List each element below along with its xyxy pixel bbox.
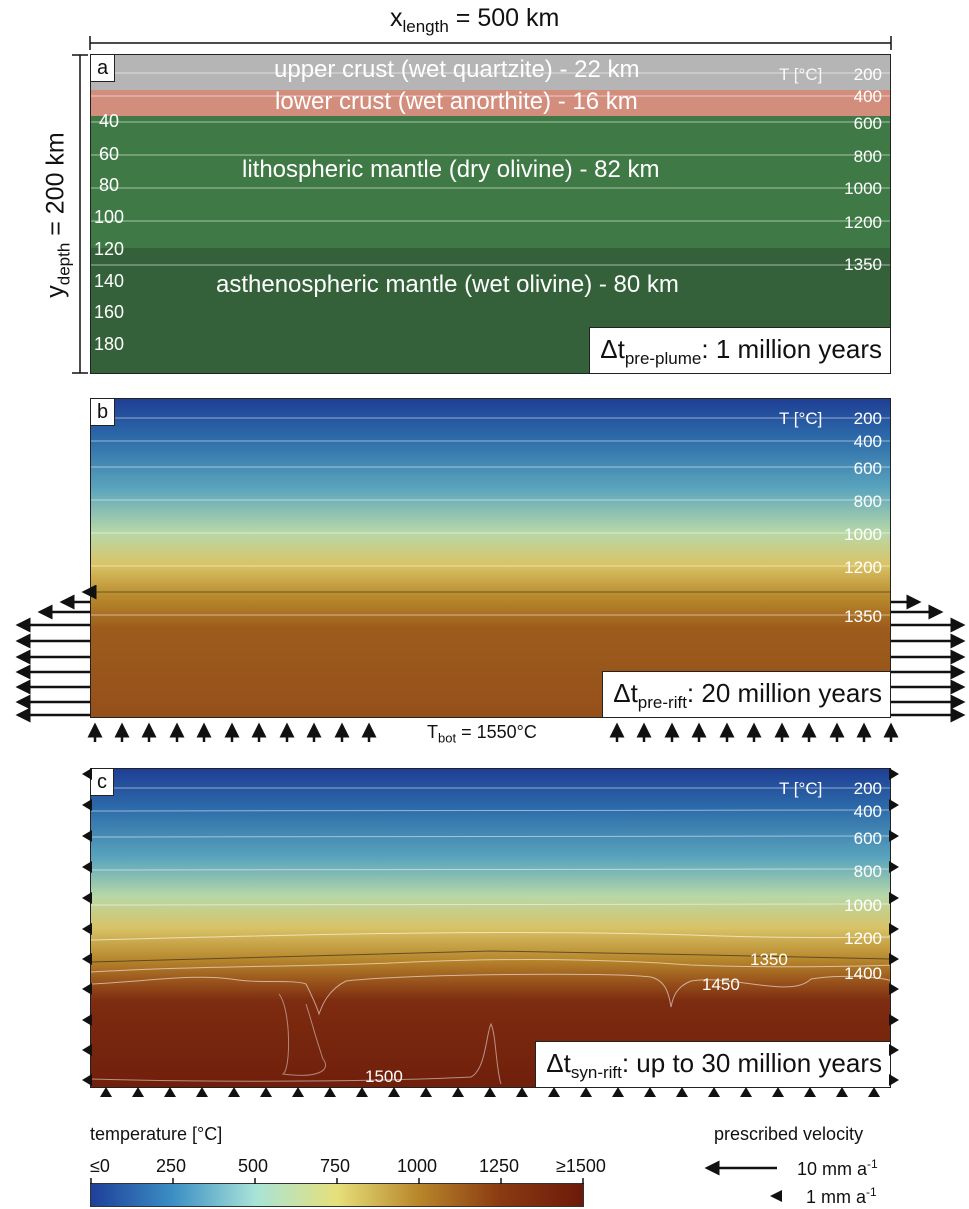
panel-a-setup: a upper crust (wet quartzite) - 22 km lo…: [90, 54, 891, 374]
velocity-legend-small: 1 mm a-1: [806, 1185, 877, 1207]
panel-b-boundary-arrows: [15, 585, 966, 742]
isotherm-label-800: 800: [853, 147, 882, 166]
isotherm-label-1400: 1400: [844, 964, 882, 983]
y-depth-label: ydepth = 200 km: [41, 132, 74, 298]
depth-tick-160: 160: [94, 302, 125, 322]
panel-b-isotherm-lines: [91, 417, 890, 616]
isotherm-label-800: 800: [853, 492, 882, 511]
temp-header: T [°C]: [779, 409, 823, 428]
velocity-legend-arrows: [704, 1160, 782, 1202]
isotherm-label-600: 600: [853, 459, 882, 478]
layer-label-upper-crust: upper crust (wet quartzite) - 22 km: [274, 56, 640, 83]
depth-tick-120: 120: [94, 239, 125, 259]
isotherm-label-400: 400: [853, 87, 882, 106]
panel-a-tag: a: [91, 55, 116, 82]
panel-b-time-box: Δtpre-rift: 20 million years: [602, 670, 890, 717]
depth-tick-40: 40: [99, 111, 120, 131]
dimension-lines: [72, 36, 892, 374]
isotherm-label-1000: 1000: [844, 525, 882, 544]
panel-c-time-box: Δtsyn-rift: up to 30 million years: [535, 1040, 890, 1087]
colorbar-tick-1000: 1000: [397, 1156, 438, 1176]
isotherm-label-1500-inner: 1500: [365, 1067, 403, 1086]
isotherm-label-1350-inner: 1350: [750, 950, 788, 969]
lower-crust-layer: [91, 90, 890, 116]
isotherm-label-1350: 1350: [844, 607, 882, 626]
isotherm-label-200: 200: [853, 409, 882, 428]
isotherm-label-1000: 1000: [844, 896, 882, 915]
isotherm-label-1200: 1200: [844, 213, 882, 232]
colorbar-tick-750: 750: [320, 1156, 351, 1176]
colorbar-tick-250: 250: [156, 1156, 187, 1176]
isotherm-label-800: 800: [853, 862, 882, 881]
temp-header: T [°C]: [779, 65, 823, 84]
lithospheric-mantle-layer: [91, 116, 890, 248]
depth-tick-60: 60: [99, 144, 120, 164]
layer-label-lower-crust: lower crust (wet anorthite) - 16 km: [275, 88, 638, 115]
layer-label-asthenospheric-mantle: asthenospheric mantle (wet olivine) - 80…: [216, 271, 679, 298]
x-length-label: xlength = 500 km: [390, 4, 560, 36]
isotherm-label-1450-inner: 1450: [702, 975, 740, 994]
isotherm-label-400: 400: [853, 802, 882, 821]
colorbar-tick-marks: [90, 1178, 584, 1184]
isotherm-label-1000: 1000: [844, 179, 882, 198]
depth-tick-180: 180: [94, 334, 125, 354]
isotherm-label-200: 200: [853, 65, 882, 84]
panel-a-time-box: Δtpre-plume: 1 million years: [589, 326, 890, 373]
layer-label-lithospheric-mantle: lithospheric mantle (dry olivine) - 82 k…: [242, 156, 660, 183]
velocity-legend-title: prescribed velocity: [714, 1124, 864, 1144]
velocity-legend-big: 10 mm a-1: [797, 1157, 878, 1179]
isotherm-label-1350: 1350: [844, 255, 882, 274]
bottom-inflow-arrows: [87, 722, 899, 742]
isotherm-label-600: 600: [853, 114, 882, 133]
depth-tick-100: 100: [94, 207, 125, 227]
depth-tick-80: 80: [99, 175, 120, 195]
panel-c-boundary-arrows: [82, 768, 899, 1097]
panel-b-tag: b: [91, 399, 116, 426]
isotherm-label-400: 400: [853, 432, 882, 451]
isotherm-label-1200: 1200: [844, 929, 882, 948]
temperature-colorbar: [90, 1183, 584, 1207]
bottom-temperature-label: Tbot = 1550°C: [427, 722, 537, 746]
colorbar-tick-1250: 1250: [479, 1156, 520, 1176]
panel-c-isotherm-lines: [91, 787, 890, 1085]
panel-a-isotherm-lines: [91, 72, 890, 266]
temp-header: T [°C]: [779, 779, 823, 798]
colorbar-tick-0: ≤0: [90, 1156, 110, 1176]
colorbar-title: temperature [°C]: [90, 1124, 223, 1144]
depth-tick-140: 140: [94, 271, 125, 291]
isotherm-label-200: 200: [853, 779, 882, 798]
isotherm-label-1200: 1200: [844, 558, 882, 577]
panel-b-pre-rift: b T [°C] 200 400 600 800 1000 1200 1350 …: [90, 398, 891, 718]
colorbar-tick-1500: ≥1500: [556, 1156, 606, 1176]
isotherm-label-600: 600: [853, 829, 882, 848]
colorbar-tick-500: 500: [238, 1156, 269, 1176]
bottom-small-arrows: [100, 1087, 880, 1097]
panel-c-syn-rift: c T [°C] 200 400 600 800 1000 1200 1400 …: [90, 768, 891, 1088]
panel-c-tag: c: [91, 769, 114, 796]
